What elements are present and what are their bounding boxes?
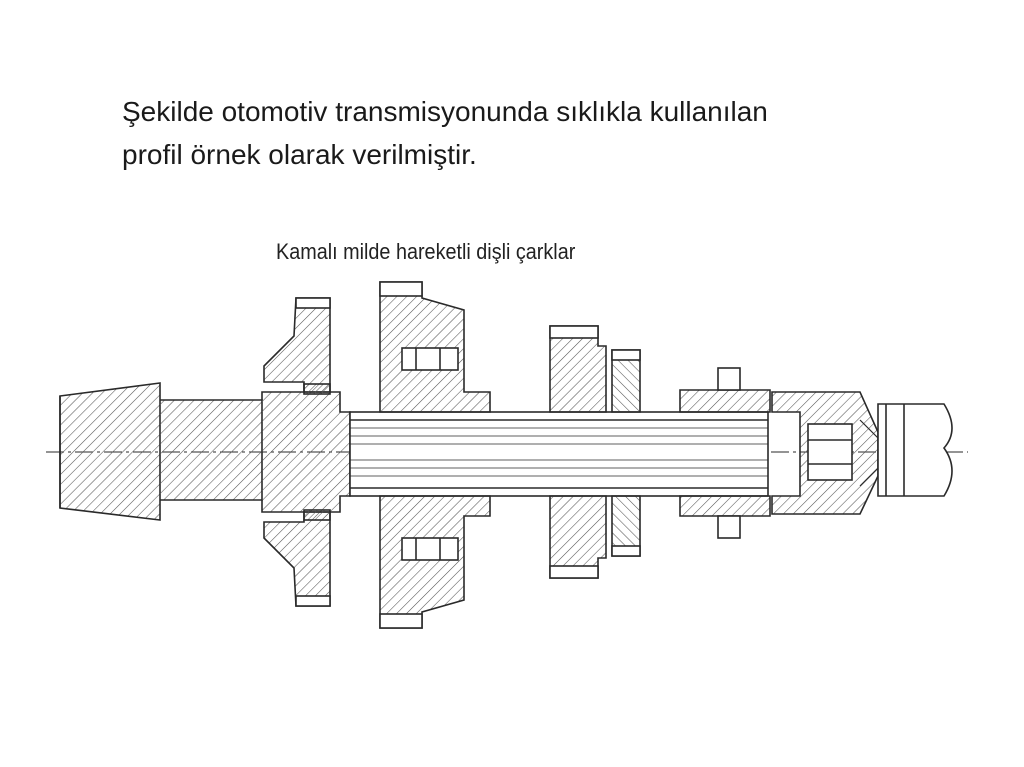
splined-shaft — [349, 411, 769, 497]
figure-caption: Kamalı milde hareketli dişli çarklar — [276, 239, 576, 264]
gear-1 — [263, 297, 331, 607]
needle-bearing — [807, 423, 853, 481]
gear-4 — [679, 367, 771, 539]
slide-title-line-2: profil örnek olarak verilmiştir. — [122, 139, 477, 170]
tapered-shaft-end — [59, 382, 161, 521]
bolt-upper — [401, 347, 459, 371]
output-shaft — [877, 403, 953, 497]
gear-2 — [379, 281, 491, 629]
gear-3 — [549, 325, 641, 579]
bolt-lower — [401, 537, 459, 561]
bearing-housing — [771, 391, 879, 515]
slide-title-line-1: Şekilde otomotiv transmisyonunda sıklıkl… — [122, 96, 768, 127]
